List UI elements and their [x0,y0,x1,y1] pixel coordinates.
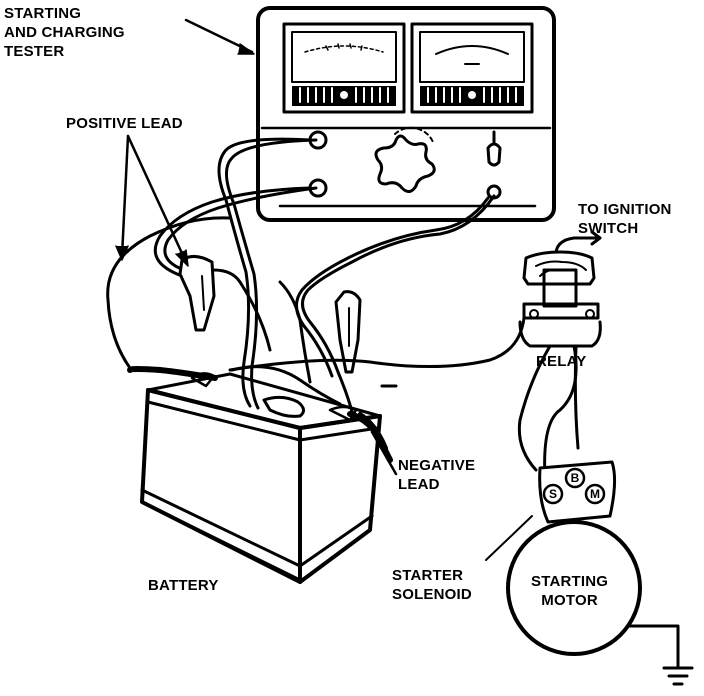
terminal-b-label: B [571,471,580,485]
control-knob [374,126,436,193]
solenoid-label-line-1: STARTER [392,567,464,584]
left-meter [282,22,406,114]
relay-label: RELAY [536,353,587,370]
solenoid-leader-line [485,515,533,561]
ignition-switch-label: TO IGNITION SWITCH [578,200,672,238]
positive-leader-right [126,134,188,264]
tester-label-line-2: AND CHARGING [4,24,125,41]
tester-label-line-1: STARTING [4,5,82,22]
toggle-switch [486,130,502,167]
starting-motor-label: STARTING MOTOR [531,572,608,610]
negative-test-lead [295,194,496,414]
ground-wire [628,624,680,668]
ignition-arrow [590,230,602,246]
relay-to-solenoid-wire-1 [517,344,552,472]
terminal-m-label: M [590,487,600,501]
starter-solenoid-label: STARTER SOLENOID [392,566,472,604]
tester-unit [256,6,556,222]
terminal-s-label: S [549,487,557,501]
negative-label-line-1: NEGATIVE [398,457,476,474]
battery-cable-negative [347,411,393,463]
positive-leader-left [120,134,130,258]
starting-motor [506,520,642,656]
battery-label: BATTERY [148,577,219,594]
motor-label-line-2: MOTOR [541,592,598,609]
relay-unit [518,230,602,348]
tester-case [256,6,556,222]
tester-label: STARTING AND CHARGING TESTER [4,4,125,61]
solenoid-label-line-2: SOLENOID [392,586,472,603]
motor-label-line-1: STARTING [531,573,609,590]
battery-unit [140,372,382,584]
positive-lead-label: POSITIVE LEAD [66,115,183,132]
battery-cable-positive [127,366,218,381]
negative-leader-line [370,430,398,476]
positive-clamp [178,255,216,332]
starter-solenoid [538,460,617,524]
relay-to-solenoid-wire-3 [573,344,580,450]
negative-lead-label: NEGATIVE LEAD [398,456,475,494]
battery-to-relay-wire [228,316,526,372]
ignition-label-line-2: SWITCH [578,220,639,237]
right-meter [410,22,534,114]
tester-label-line-3: TESTER [4,43,65,60]
negative-label-line-2: LEAD [398,476,440,493]
ignition-switch-wire [554,236,598,254]
ignition-label-line-1: TO IGNITION [578,201,672,218]
